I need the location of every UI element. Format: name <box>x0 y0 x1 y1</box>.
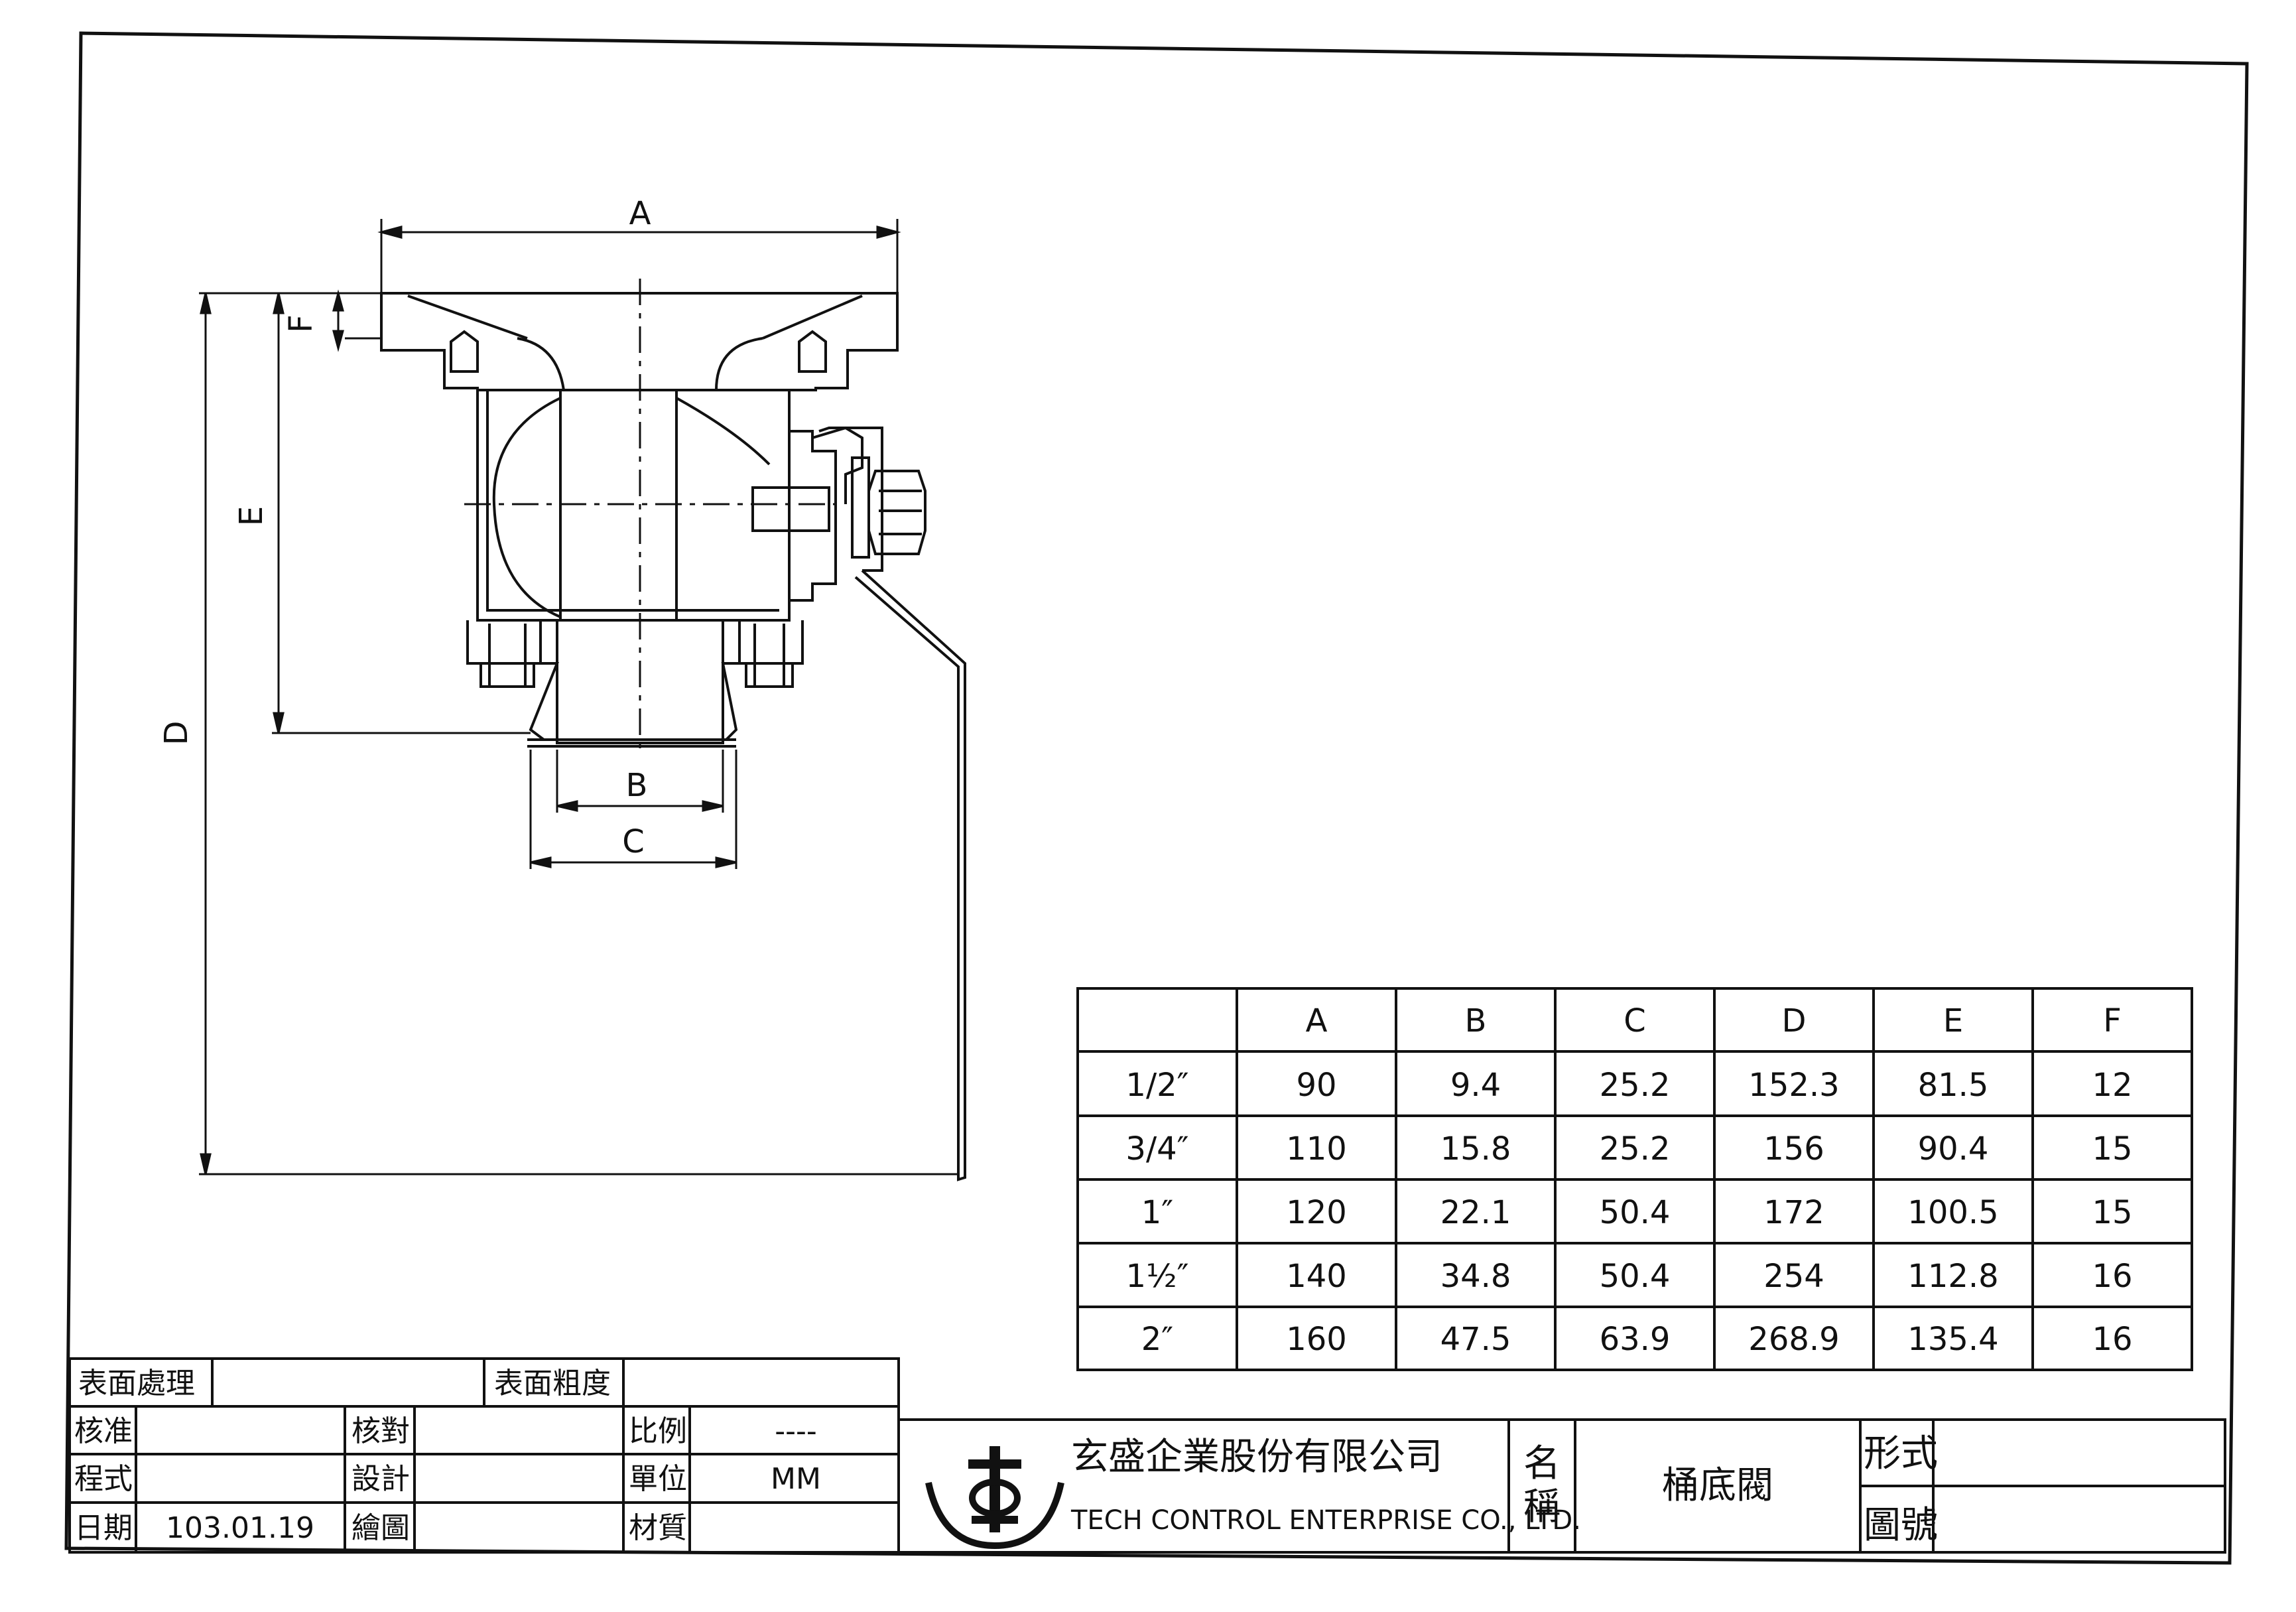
table-cell: 12 <box>2092 1067 2132 1104</box>
table-cell: 47.5 <box>1440 1321 1511 1358</box>
table-cell: 135.4 <box>1907 1321 1998 1358</box>
name-label-top: 名 <box>1523 1442 1561 1485</box>
table-cell: 50.4 <box>1600 1194 1671 1231</box>
table-header-a: A <box>1306 1002 1328 1040</box>
approve-label: 核准 <box>74 1414 133 1448</box>
table-cell: 90.4 <box>1918 1130 1989 1168</box>
table-cell: 90 <box>1296 1067 1336 1104</box>
table-cell: 112.8 <box>1907 1258 1998 1295</box>
table-cell: 15 <box>2092 1194 2132 1231</box>
type-label: 形式 <box>1864 1432 1938 1475</box>
table-cell: 15.8 <box>1440 1130 1511 1168</box>
scale-value: ---- <box>775 1414 817 1448</box>
table-cell: 254 <box>1763 1258 1824 1295</box>
table-header-c: C <box>1624 1002 1646 1040</box>
table-cell: 1½″ <box>1126 1258 1189 1295</box>
company-name-en: TECH CONTROL ENTERPRISE CO., LTD. <box>1070 1505 1581 1536</box>
name-label-bottom: 稱 <box>1523 1485 1561 1528</box>
table-cell: 81.5 <box>1918 1067 1989 1104</box>
table-cell: 22.1 <box>1440 1194 1511 1231</box>
procedure-label: 程式 <box>74 1462 133 1496</box>
table-cell: 120 <box>1286 1194 1347 1231</box>
title-block: 表面處理 表面粗度 核准 核對 比例 ---- 程式 設計 單位 MM 日期 1… <box>68 1357 2226 1554</box>
spec-table: A B C D E F 1/2″ 90 9.4 25.2 152.3 81.5 … <box>1076 987 2193 1371</box>
table-cell: 1/2″ <box>1125 1067 1188 1104</box>
surface-treatment-label: 表面處理 <box>78 1367 195 1400</box>
dim-label-b: B <box>626 767 648 804</box>
draw-label: 繪圖 <box>351 1511 410 1545</box>
table-cell: 152.3 <box>1748 1067 1839 1104</box>
table-header-b: B <box>1465 1002 1487 1040</box>
material-label: 材質 <box>629 1511 687 1545</box>
dim-label-f: F <box>283 314 320 333</box>
table-cell: 3/4″ <box>1125 1130 1188 1168</box>
table-header-f: F <box>2103 1002 2122 1040</box>
dim-label-a: A <box>629 195 651 232</box>
unit-label: 單位 <box>629 1462 687 1496</box>
table-cell: 25.2 <box>1600 1130 1671 1168</box>
dimension-lines <box>200 226 901 1175</box>
dim-label-e: E <box>233 506 270 526</box>
table-cell: 1″ <box>1141 1194 1173 1231</box>
table-cell: 110 <box>1286 1130 1347 1168</box>
part-name: 桶底閥 <box>1662 1464 1773 1507</box>
table-cell: 160 <box>1286 1321 1347 1358</box>
company-logo <box>925 1446 1064 1550</box>
table-cell: 16 <box>2092 1258 2132 1295</box>
drawing-no-label: 圖號 <box>1864 1504 1938 1547</box>
drawing-border <box>64 31 2249 1565</box>
table-cell: 268.9 <box>1748 1321 1839 1358</box>
table-cell: 140 <box>1286 1258 1347 1295</box>
table-cell: 16 <box>2092 1321 2132 1358</box>
table-cell: 100.5 <box>1907 1194 1998 1231</box>
table-cell: 156 <box>1763 1130 1824 1168</box>
valve-section-view <box>199 219 966 1181</box>
date-label: 日期 <box>74 1511 133 1545</box>
dim-label-c: C <box>622 823 645 860</box>
surface-roughness-label: 表面粗度 <box>494 1367 611 1400</box>
table-cell: 25.2 <box>1600 1067 1671 1104</box>
dim-label-d: D <box>158 721 195 746</box>
check-label: 核對 <box>351 1414 410 1448</box>
unit-value: MM <box>771 1462 821 1496</box>
table-cell: 9.4 <box>1450 1067 1501 1104</box>
table-cell: 50.4 <box>1600 1258 1671 1295</box>
table-cell: 15 <box>2092 1130 2132 1168</box>
table-cell: 2″ <box>1141 1321 1173 1358</box>
design-label: 設計 <box>351 1462 410 1496</box>
scale-label: 比例 <box>629 1414 687 1448</box>
table-header-e: E <box>1943 1002 1963 1040</box>
table-header-d: D <box>1782 1002 1807 1040</box>
table-cell: 172 <box>1763 1194 1824 1231</box>
table-cell: 34.8 <box>1440 1258 1511 1295</box>
company-name-cn: 玄盛企業股份有限公司 <box>1071 1436 1442 1479</box>
date-value: 103.01.19 <box>166 1511 314 1545</box>
table-cell: 63.9 <box>1600 1321 1671 1358</box>
